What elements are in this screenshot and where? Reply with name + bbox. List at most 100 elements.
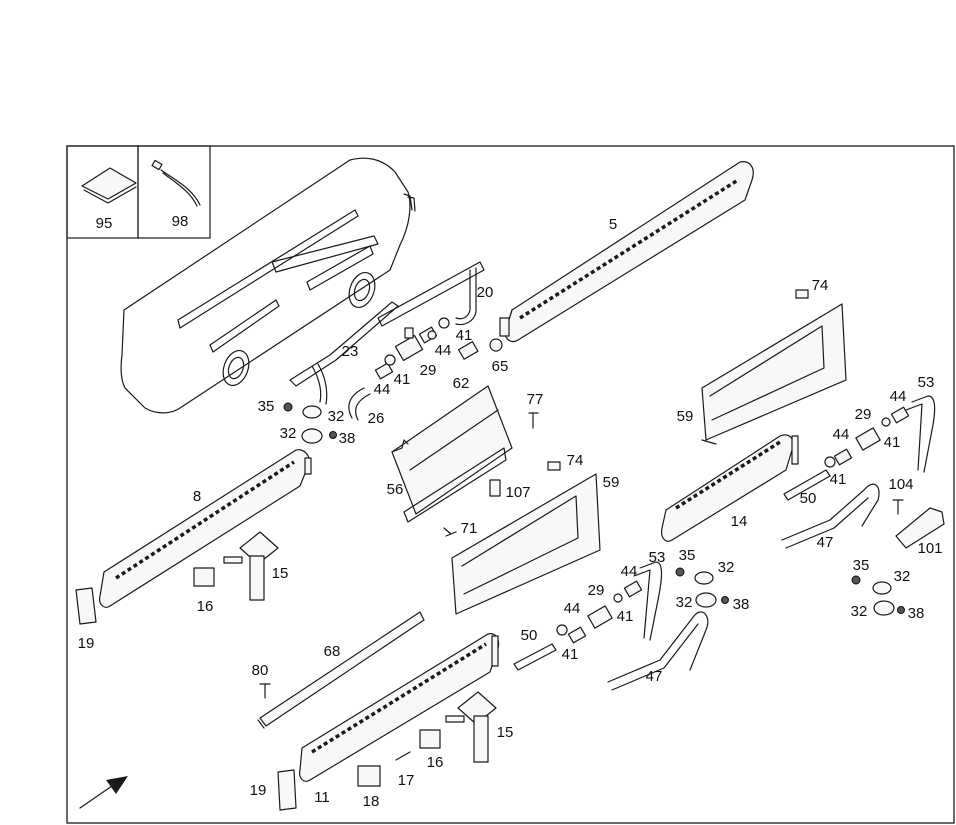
label-35-b: 35 [679, 547, 696, 564]
label-41-f: 41 [562, 646, 579, 663]
label-41-d: 41 [830, 471, 847, 488]
label-101: 101 [917, 540, 942, 557]
label-38-c: 38 [908, 605, 925, 622]
label-74-a: 74 [812, 277, 829, 294]
thermostat-15-a [223, 531, 279, 601]
label-104: 104 [888, 476, 913, 493]
heater-11 [299, 633, 500, 782]
label-29-c: 29 [588, 582, 605, 599]
label-80: 80 [252, 662, 269, 679]
label-59-a: 59 [677, 408, 694, 425]
pipe-20 [377, 261, 485, 327]
hardware-group-3 [851, 575, 905, 616]
label-20: 20 [477, 284, 494, 301]
spacer-107 [489, 479, 501, 497]
label-47-b: 47 [646, 668, 663, 685]
bracket-56 [391, 385, 513, 523]
label-18: 18 [363, 793, 380, 810]
hardware-group-2 [675, 567, 729, 608]
label-15-a: 15 [272, 565, 289, 582]
label-15-b: 15 [497, 724, 514, 741]
label-38-b: 38 [733, 596, 750, 613]
label-50-a: 50 [800, 490, 817, 507]
label-53-a: 53 [918, 374, 935, 391]
label-16-b: 16 [427, 754, 444, 771]
legend-boxes: 95 98 [66, 145, 211, 239]
label-32-f: 32 [851, 603, 868, 620]
label-53-b: 53 [649, 549, 666, 566]
label-44-d: 44 [833, 426, 850, 443]
screw-71 [443, 527, 457, 537]
label-29-b: 29 [855, 406, 872, 423]
screw-104 [892, 499, 904, 515]
label-38-a: 38 [339, 430, 356, 447]
endcap-19-a [75, 587, 97, 625]
strip-68 [257, 611, 425, 729]
label-77: 77 [527, 391, 544, 408]
pipe-50-right [783, 469, 831, 501]
label-107: 107 [505, 484, 530, 501]
label-32-d: 32 [676, 594, 693, 611]
label-47-a: 47 [817, 534, 834, 551]
label-41-e: 41 [617, 608, 634, 625]
label-32-e: 32 [894, 568, 911, 585]
label-29-a: 29 [420, 362, 437, 379]
deflector-59-mid [451, 473, 601, 615]
label-19-a: 19 [78, 635, 95, 652]
label-41-a: 41 [456, 327, 473, 344]
direction-arrow [79, 776, 128, 809]
label-35-c: 35 [853, 557, 870, 574]
valve-29-lower [556, 580, 643, 644]
label-95: 95 [96, 215, 113, 232]
label-11: 11 [314, 789, 330, 806]
label-8: 8 [193, 488, 201, 505]
label-44-f: 44 [564, 600, 581, 617]
label-56: 56 [387, 481, 404, 498]
diagram-frame [66, 145, 955, 824]
screw-77 [528, 412, 539, 429]
heater-8 [99, 449, 312, 608]
label-74-b: 74 [567, 452, 584, 469]
valve-29-top [374, 317, 503, 380]
label-41-c: 41 [884, 434, 901, 451]
label-59-b: 59 [603, 474, 620, 491]
label-23: 23 [342, 343, 359, 360]
label-41-b: 41 [394, 371, 411, 388]
label-44-c: 44 [890, 388, 907, 405]
label-71: 71 [461, 520, 478, 537]
connector-18 [357, 765, 381, 787]
label-44-e: 44 [621, 563, 638, 580]
connector-16-b [419, 729, 441, 749]
pipe-47-lower [607, 611, 709, 691]
bus-outline [120, 157, 416, 414]
label-5: 5 [609, 216, 617, 233]
part-labels: 5 20 23 44 41 29 44 41 62 65 26 35 32 32… [78, 216, 943, 810]
label-35-a: 35 [258, 398, 275, 415]
heater-5 [499, 161, 754, 343]
label-98: 98 [172, 213, 189, 230]
connector-16-a [193, 567, 215, 587]
clip-74-top [795, 289, 809, 299]
label-44-b: 44 [374, 381, 391, 398]
clip-74-mid [547, 461, 561, 471]
label-14: 14 [731, 513, 748, 530]
thermostat-15-b [445, 691, 497, 763]
label-16-a: 16 [197, 598, 214, 615]
pipe-50-lower [513, 643, 557, 671]
pipe-23 [289, 301, 399, 405]
pipe-53-right [905, 395, 936, 473]
label-26: 26 [368, 410, 385, 427]
endcap-19-b [277, 769, 297, 811]
heater-14 [661, 434, 799, 542]
label-68: 68 [324, 643, 341, 660]
bracket-101 [895, 507, 945, 549]
deflector-59-top [701, 303, 847, 445]
label-32-c: 32 [718, 559, 735, 576]
label-32-a: 32 [328, 408, 345, 425]
cable-tie-icon [151, 159, 201, 207]
hardware-group-1 [283, 402, 337, 444]
screw-80 [259, 683, 271, 699]
connector-17 [395, 751, 411, 761]
label-62: 62 [453, 375, 470, 392]
